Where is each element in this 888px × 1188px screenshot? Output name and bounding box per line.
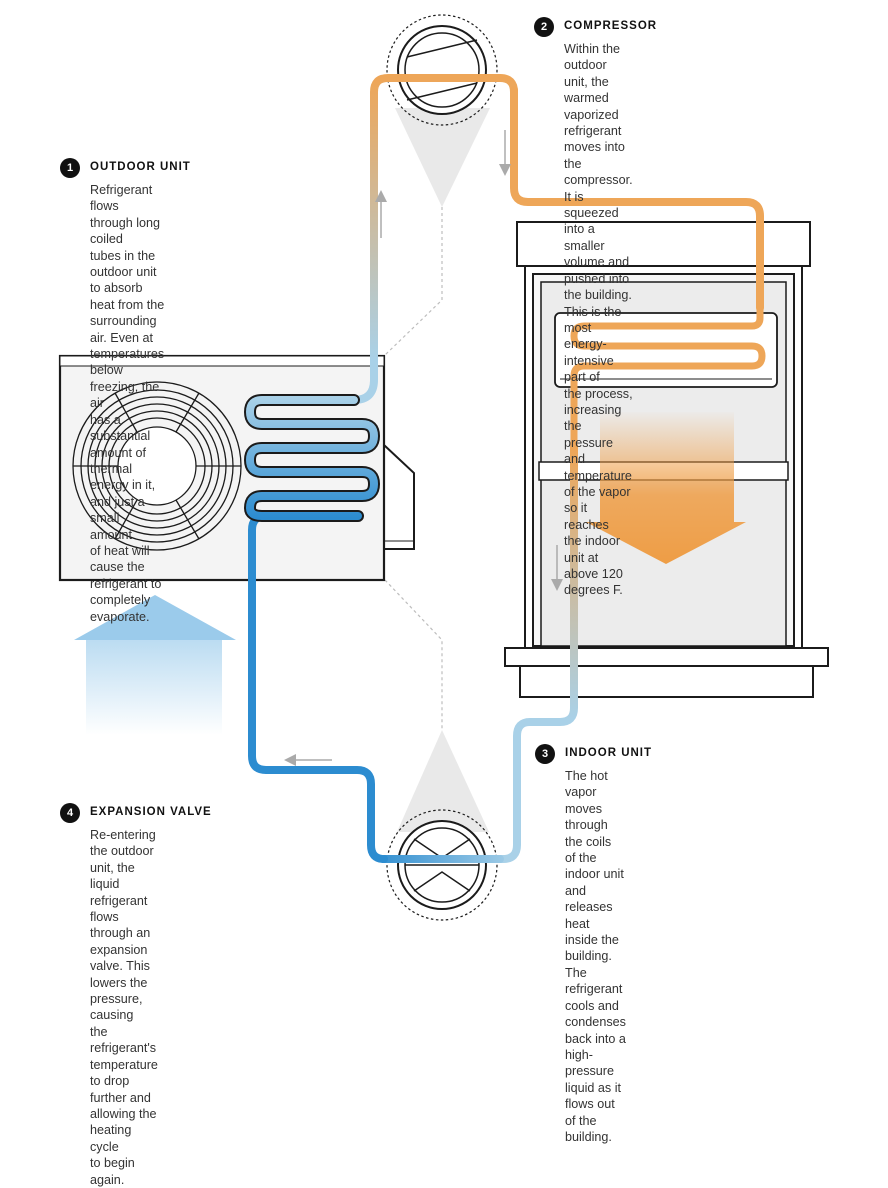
description-line: Within the outdoor unit, the warmed xyxy=(564,42,620,106)
step-number-badge: 4 xyxy=(60,803,80,823)
description-line: Re-entering the outdoor unit, the liquid xyxy=(90,828,156,892)
step-title: COMPRESSOR xyxy=(564,20,658,32)
description-line: high-pressure liquid as it flows out xyxy=(565,1047,622,1112)
indoor-coil xyxy=(570,304,766,454)
step-title: OUTDOOR UNIT xyxy=(90,161,191,173)
description-line: inside the building. The refrigerant xyxy=(565,933,623,997)
description-line: tubes in the outdoor unit to absorb xyxy=(90,248,157,296)
step-title: EXPANSION VALVE xyxy=(90,806,212,818)
description-line: the process, increasing the pressure and xyxy=(564,386,633,467)
description-line: refrigerant flows through an expansion xyxy=(90,893,151,957)
step-number-badge: 3 xyxy=(535,744,555,764)
description-line: volume and pushed into the building. xyxy=(564,255,632,303)
description-line: temperatures below freezing, the air xyxy=(90,347,165,411)
pipe-coil-to-compressor xyxy=(350,74,518,404)
step-description: Within the outdoor unit, the warmed vapo… xyxy=(564,41,633,599)
step-number-badge: 1 xyxy=(60,158,80,178)
description-line: the refrigerant's temperature to drop xyxy=(90,1024,158,1089)
description-line: has a substantial amount of thermal xyxy=(90,412,151,476)
step-description: Refrigerant flows through long coiled tu… xyxy=(90,182,164,625)
description-line: This is the most energy-intensive part o… xyxy=(564,304,622,385)
description-line: The hot vapor moves through the coils xyxy=(565,769,612,849)
description-line: of the building. xyxy=(565,1113,612,1144)
step-title: INDOOR UNIT xyxy=(565,747,653,759)
description-line: completely evaporate. xyxy=(90,593,151,624)
fan-grille xyxy=(72,381,242,551)
description-line: vaporized refrigerant moves into the xyxy=(564,107,625,171)
flow-arrows xyxy=(284,130,563,766)
description-line: of the indoor unit and releases heat xyxy=(565,851,624,931)
description-line: heat from the surrounding air. Even at xyxy=(90,297,165,345)
valve-leader xyxy=(384,579,489,832)
description-line: temperature of the vapor so it reaches xyxy=(564,468,632,532)
description-line: cools and condenses back into a xyxy=(565,998,626,1046)
step-number-badge: 2 xyxy=(534,17,554,37)
heat-pump-diagram xyxy=(58,14,829,921)
step-description: Re-entering the outdoor unit, the liquid… xyxy=(90,827,158,1188)
description-line: to begin again. xyxy=(90,1156,135,1187)
description-line: Refrigerant flows through long coiled xyxy=(90,183,161,247)
description-line: compressor. It is squeezed into a smalle… xyxy=(564,173,633,253)
description-line: the indoor unit at above 120 degrees F. xyxy=(564,534,623,598)
heat-output-arrow xyxy=(586,412,746,564)
step-description: The hot vapor moves through the coils of… xyxy=(565,768,626,1145)
cold-air-intake-arrow xyxy=(74,595,236,735)
pipe-compressor-to-indoor xyxy=(510,86,764,312)
expansion-valve xyxy=(386,809,498,921)
description-line: valve. This lowers the pressure, causing xyxy=(90,959,150,1023)
compressor-leader xyxy=(384,108,490,356)
description-line: energy in it, and just a small amount xyxy=(90,478,156,542)
description-line: further and allowing the heating cycle xyxy=(90,1090,157,1154)
description-line: of heat will cause the refrigerant to xyxy=(90,543,162,591)
compressor xyxy=(386,14,498,126)
pipe-indoor-to-valve xyxy=(486,442,578,863)
pipe-valve-to-outdoor xyxy=(248,512,388,863)
